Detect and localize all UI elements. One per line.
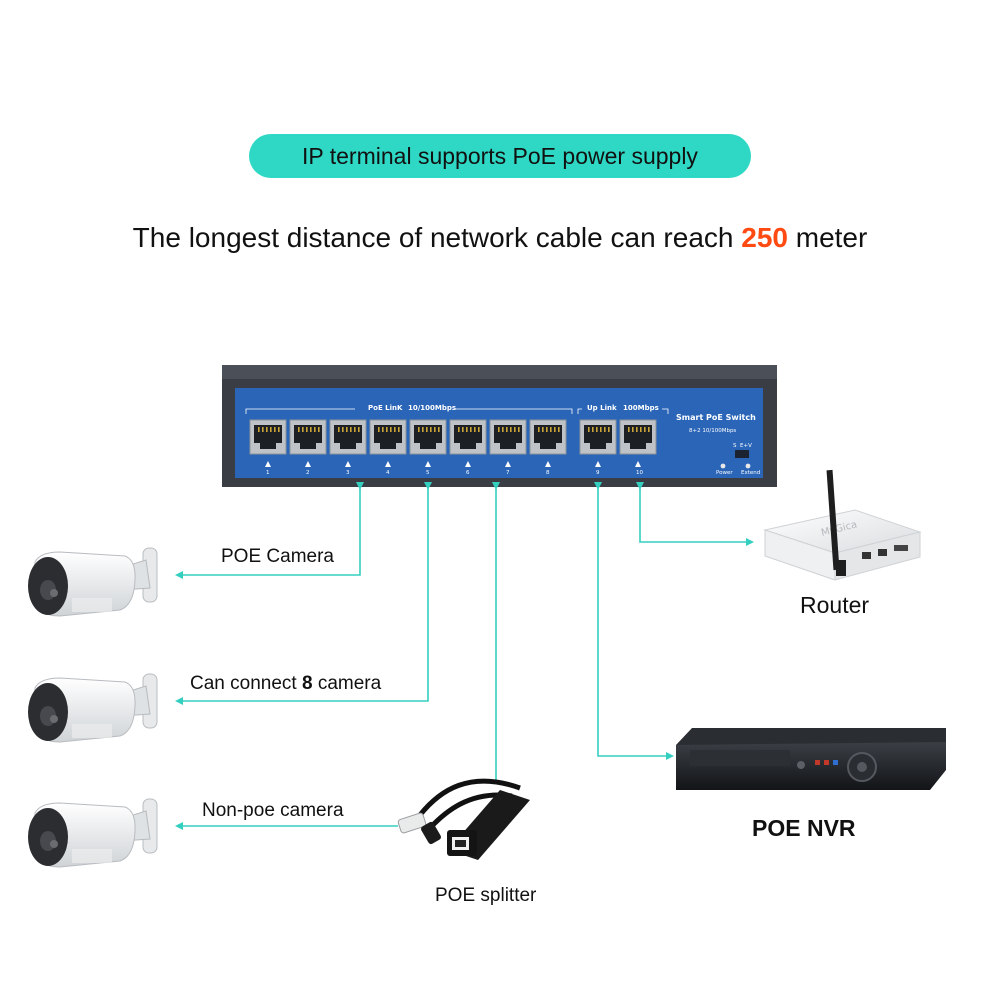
switch-uplink-speed-label: 100Mbps — [623, 404, 659, 412]
switch-port-8: 8 — [529, 419, 567, 476]
banner-text: IP terminal supports PoE power supply — [302, 142, 698, 169]
headline-suffix: meter — [787, 222, 868, 253]
label-can-connect-suffix: camera — [312, 673, 382, 694]
connector-lines — [175, 482, 754, 830]
label-poe-nvr: POE NVR — [752, 815, 856, 841]
poe-splitter-device — [397, 778, 530, 860]
switch-port-5: 5 — [409, 419, 447, 476]
switch-poe-speed-label: 10/100Mbps — [408, 404, 456, 412]
poe-camera-2 — [27, 673, 158, 743]
switch-dip-s: S — [733, 443, 737, 449]
switch-model-title: Smart PoE Switch — [676, 413, 756, 422]
switch-port-4: 4 — [369, 419, 407, 476]
label-poe-splitter: POE splitter — [435, 885, 537, 906]
switch-poe-link-label: PoE LinK — [368, 404, 403, 412]
nvr-device — [676, 728, 946, 790]
line-router — [636, 482, 754, 546]
switch-dip-ev: E+V — [740, 443, 752, 449]
switch-port-number: 8 — [546, 470, 550, 476]
switch-extend-label: Extend — [741, 470, 760, 476]
headline-distance: 250 — [741, 222, 788, 253]
router-antenna — [826, 469, 840, 571]
switch-port-1: 1 — [249, 419, 287, 476]
switch-model-sub: 8+2 10/100Mbps — [689, 428, 736, 434]
switch-port-number: 3 — [346, 470, 350, 476]
switch-port-6: 6 — [449, 419, 487, 476]
poe-camera-1 — [28, 547, 158, 617]
label-poe-camera: POE Camera — [221, 546, 334, 567]
headline: The longest distance of network cable ca… — [0, 222, 1000, 254]
poe-switch: PoE LinK 10/100Mbps Up Link 100Mbps Smar… — [222, 365, 777, 487]
non-poe-camera-device — [27, 798, 158, 868]
switch-port-number: 10 — [636, 470, 643, 476]
switch-port-number: 1 — [266, 470, 270, 476]
power-led — [720, 463, 726, 469]
headline-prefix: The longest distance of network cable ca… — [132, 222, 742, 253]
switch-port-number: 6 — [466, 470, 470, 476]
switch-port-number: 5 — [426, 470, 430, 476]
extend-led — [745, 463, 751, 469]
switch-uplink-label: Up Link — [587, 404, 617, 412]
label-can-connect-prefix: Can connect — [190, 673, 302, 694]
label-non-poe-camera: Non-poe camera — [202, 800, 344, 821]
switch-power-label: Power — [716, 470, 733, 476]
label-can-connect-count: 8 — [301, 673, 313, 694]
router-device: MyGica — [763, 469, 922, 581]
switch-port-10: 10 — [619, 419, 657, 476]
banner: IP terminal supports PoE power supply — [249, 134, 751, 178]
switch-port-2: 2 — [289, 419, 327, 476]
line-poe-camera-2 — [175, 482, 432, 705]
switch-port-3: 3 — [329, 419, 367, 476]
switch-port-number: 9 — [596, 470, 600, 476]
switch-port-9: 9 — [579, 419, 617, 476]
line-nvr — [594, 482, 674, 760]
label-can-connect: Can connect 8 camera — [190, 673, 381, 695]
switch-port-number: 7 — [506, 470, 510, 476]
switch-port-number: 2 — [306, 470, 310, 476]
switch-port-number: 4 — [386, 470, 390, 476]
label-router: Router — [800, 592, 870, 618]
switch-port-7: 7 — [489, 419, 527, 476]
